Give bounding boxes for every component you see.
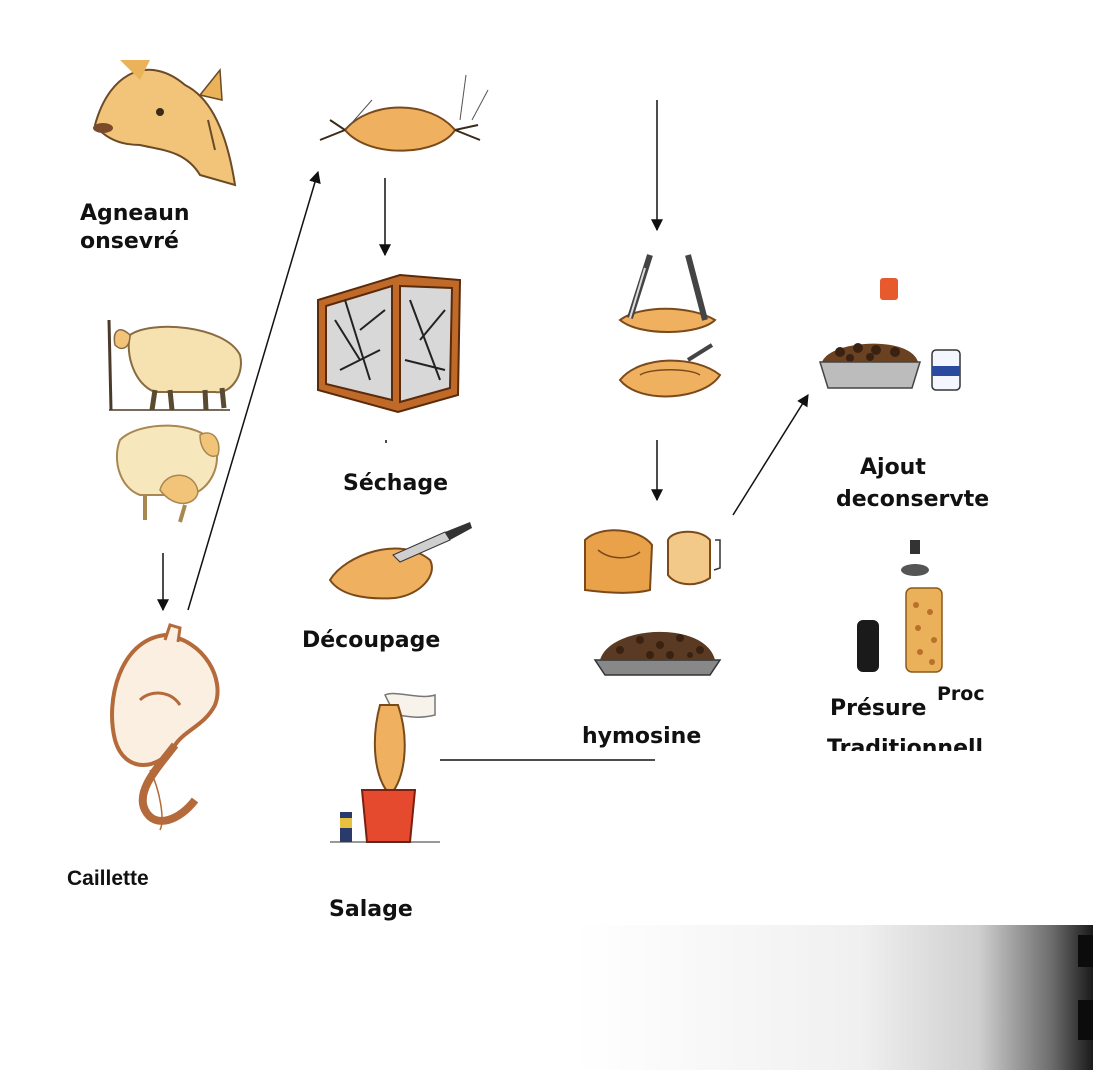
scan-edge-top <box>1078 935 1093 967</box>
label-caillette: Caillette <box>67 866 149 892</box>
label-decoupage: Découpage <box>302 627 440 655</box>
label-ajout: Ajout deconservte <box>836 452 989 516</box>
arrow-to-conserve <box>733 395 808 515</box>
drying-cabinet-icon <box>318 275 460 412</box>
sheep-icon <box>109 320 241 410</box>
scissors-pouch-icon <box>620 255 715 332</box>
label-sechage: Séchage <box>343 470 448 498</box>
granule-tray-icon <box>595 632 720 675</box>
sheep-icon <box>117 426 219 522</box>
stomach-icon <box>112 625 218 830</box>
label-proc: Proc <box>937 683 985 705</box>
label-traditionnel-clip: Traditionnell <box>827 735 1027 751</box>
label-presure: Présure <box>830 695 926 723</box>
label-hymosine: hymosine <box>582 723 701 751</box>
salting-bucket-icon <box>330 694 440 842</box>
scan-shadow <box>575 925 1093 1070</box>
conserve-bowl-icon <box>820 278 960 390</box>
cut-pouch-icon <box>620 345 720 396</box>
label-salage: Salage <box>329 896 413 924</box>
knife-pouch-icon <box>330 522 472 598</box>
lamb-icon <box>93 60 235 185</box>
cheese-icon <box>585 530 720 592</box>
tied-pouch-icon <box>320 75 488 151</box>
jar-bottle-icon <box>857 540 942 672</box>
label-agneau: Agneaun onsevré <box>80 200 190 255</box>
label-traditionnel: Traditionnell <box>827 735 983 751</box>
scan-edge-bottom <box>1078 1000 1093 1040</box>
